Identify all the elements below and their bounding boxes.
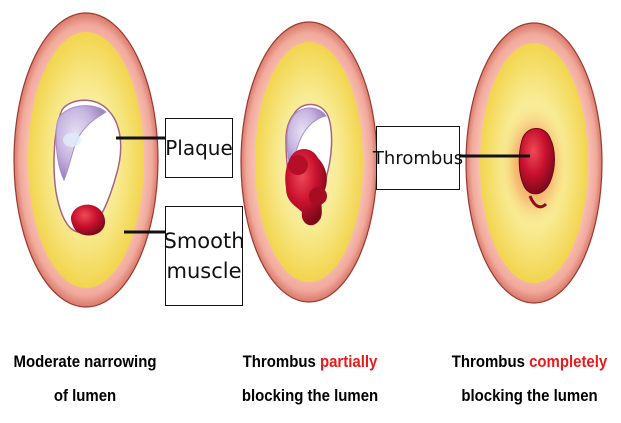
panel-3-thrombus	[519, 128, 554, 193]
panel-1-cross-section	[14, 13, 158, 307]
smooth-muscle-label-line-1: Smooth	[163, 226, 244, 256]
panel-1-caption: Moderate narrowing of lumen	[10, 349, 160, 409]
panel-2-thrombus-lobe-2	[309, 187, 327, 205]
thrombus-label-text: Thrombus	[373, 148, 463, 169]
panel-3-cross-section	[466, 23, 602, 303]
smooth-muscle-label: Smooth muscle	[165, 206, 243, 306]
panel-3-caption: Thrombus completely blocking the lumen	[449, 349, 610, 409]
panel-2-cross-section	[241, 22, 377, 302]
panel-2-caption-line-1: Thrombus partially	[233, 349, 388, 375]
plaque-label-text: Plaque	[165, 136, 233, 160]
panel-3-caption-prefix: Thrombus	[452, 352, 529, 371]
panel-3-caption-line-2: blocking the lumen	[449, 383, 610, 409]
panel-3-caption-highlight: completely	[529, 352, 607, 371]
panel-2-thrombus-lobe	[288, 155, 308, 175]
plaque-label: Plaque	[165, 118, 233, 178]
panel-2-caption-prefix: Thrombus	[243, 352, 320, 371]
panel-2-caption-highlight: partially	[320, 352, 377, 371]
panel-2-caption: Thrombus partially blocking the lumen	[233, 349, 388, 409]
panel-1-caption-line-1: Moderate narrowing	[10, 349, 160, 375]
thrombus-label: Thrombus	[376, 126, 460, 190]
panel-1-plaque-highlight	[63, 133, 81, 147]
panel-3-caption-line-1: Thrombus completely	[449, 349, 610, 375]
smooth-muscle-label-line-2: muscle	[166, 256, 241, 286]
panel-2-caption-line-2: blocking the lumen	[233, 383, 388, 409]
panel-1-caption-line-2: of lumen	[10, 383, 160, 409]
